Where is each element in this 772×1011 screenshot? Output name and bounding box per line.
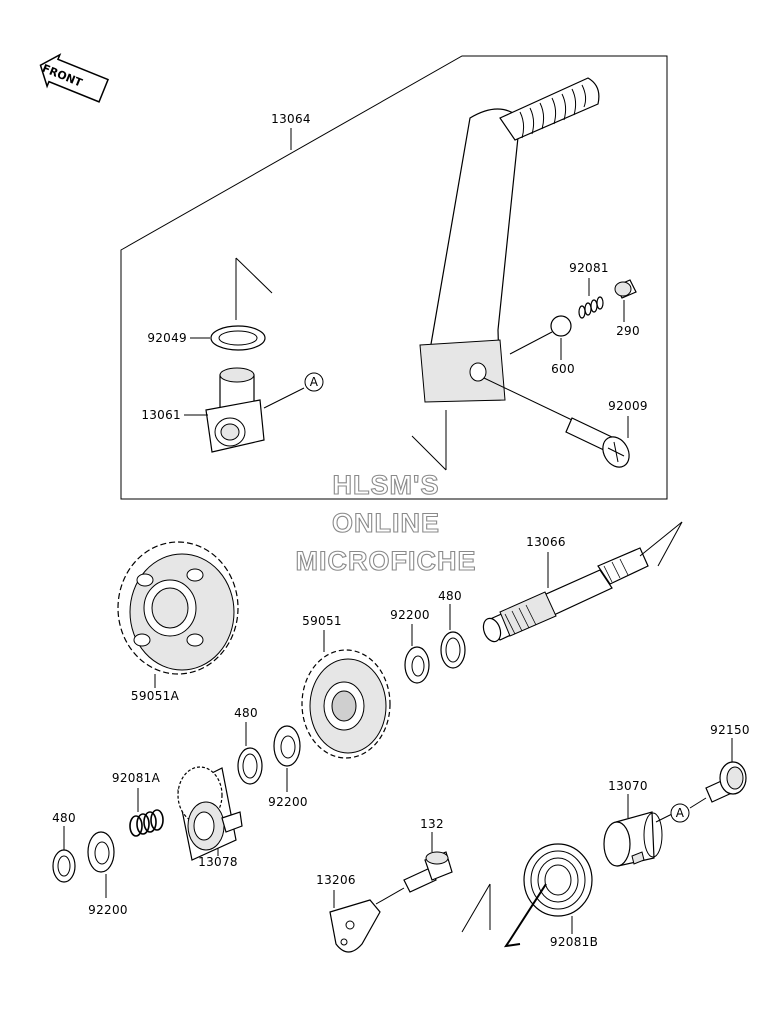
label-spring-return[interactable]: 92081B [550,935,598,949]
spring-ratchet[interactable] [129,809,164,837]
bolt-guide[interactable] [403,851,453,893]
plug[interactable] [614,279,637,299]
kick-pedal-boss[interactable] [205,367,265,453]
label-washer-low[interactable]: 92200 [88,903,128,917]
watermark-line2: ONLINE [332,508,440,538]
ref-a-bottom: A [676,806,685,820]
washer-upper[interactable] [404,646,430,684]
kick-pedal-arm[interactable] [419,77,600,403]
label-circlip-low[interactable]: 480 [52,811,76,825]
ref-a-circle-top [304,372,324,392]
ref-a-top: A [310,375,319,389]
gear-large[interactable] [117,541,239,675]
circlip-low[interactable] [52,849,76,883]
circlip-upper[interactable] [440,631,466,669]
label-spring-ratchet[interactable]: 92081A [112,771,161,785]
label-bolt-pedal[interactable]: 92009 [608,399,648,413]
collar[interactable] [603,811,663,867]
ball[interactable] [550,315,572,337]
label-spring-small[interactable]: 92081 [569,261,609,275]
label-plug[interactable]: 290 [616,324,640,338]
label-washer-upper[interactable]: 92200 [390,608,430,622]
spring-small[interactable] [578,296,604,319]
label-kick-shaft[interactable]: 13066 [526,535,566,549]
label-oil-seal[interactable]: 92049 [147,331,187,345]
spring-return[interactable] [503,843,593,948]
label-bolt-collar[interactable]: 92150 [710,723,750,737]
label-kick-pedal-assy[interactable]: 13064 [271,112,311,126]
washer-mid[interactable] [273,725,301,767]
label-guide-plate[interactable]: 13206 [316,873,356,887]
circlip-mid[interactable] [237,747,263,785]
label-ratchet[interactable]: 13078 [198,855,238,869]
gear-kick[interactable] [301,649,391,759]
label-circlip-upper[interactable]: 480 [438,589,462,603]
label-gear-kick[interactable]: 59051 [302,614,342,628]
label-ball[interactable]: 600 [551,362,575,376]
ratchet[interactable] [177,766,243,861]
label-collar[interactable]: 13070 [608,779,648,793]
kick-shaft[interactable] [480,547,649,644]
assembly-outline [120,55,668,500]
washer-low[interactable] [87,831,115,873]
bolt-collar[interactable] [705,761,747,803]
oil-seal[interactable] [210,325,266,351]
ref-a-circle-bottom [670,803,690,823]
label-bolt-guide[interactable]: 132 [420,817,444,831]
bolt-pedal[interactable] [565,417,634,472]
front-arrow-badge: FRONT [39,53,109,103]
label-washer-mid[interactable]: 92200 [268,795,308,809]
label-circlip-mid[interactable]: 480 [234,706,258,720]
label-kick-pedal-boss[interactable]: 13061 [141,408,181,422]
label-gear-large[interactable]: 59051A [131,689,180,703]
watermark-line1: HLSM'S [333,470,440,500]
guide-plate[interactable] [329,899,381,953]
watermark-line3: MICROFICHE [296,546,477,576]
